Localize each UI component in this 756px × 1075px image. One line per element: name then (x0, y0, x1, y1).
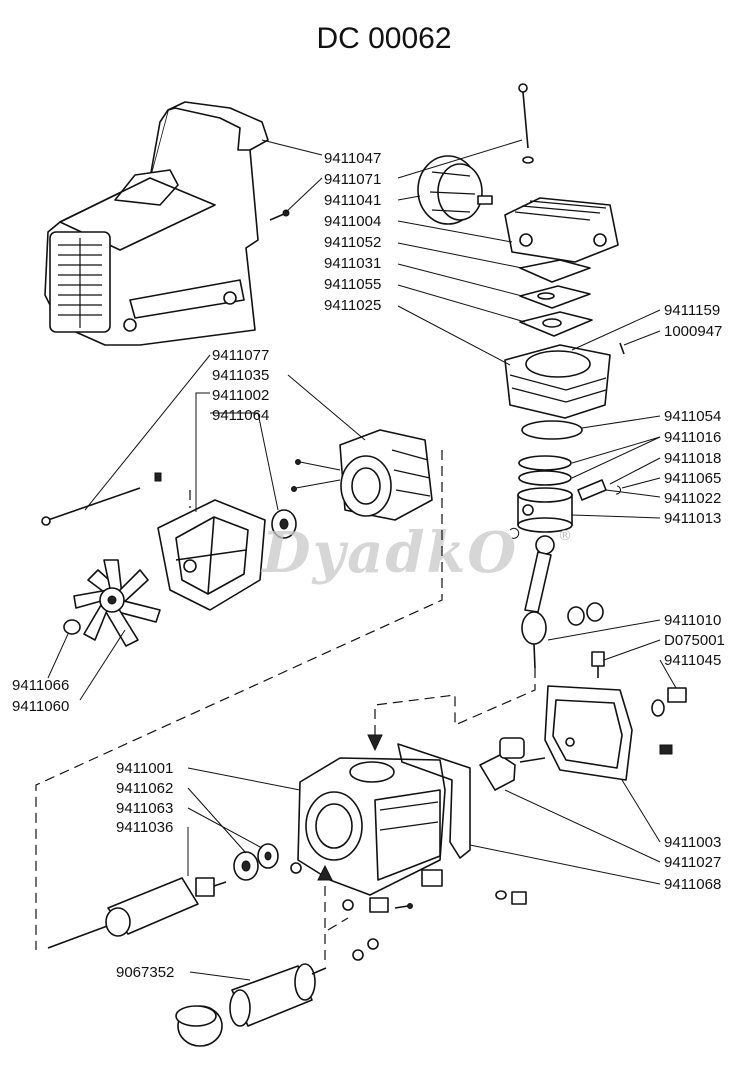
label-9411066: 9411066 (12, 677, 69, 694)
label-9411025: 9411025 (324, 297, 381, 314)
label-9411041: 9411041 (324, 192, 381, 209)
head-bolt (518, 83, 534, 164)
motor-stator (291, 429, 433, 521)
label-9411001: 9411001 (116, 760, 173, 777)
label-9411159: 9411159 (664, 302, 720, 319)
label-9411027: 9411027 (664, 854, 721, 871)
crankcase (290, 757, 446, 913)
piston-pin (577, 479, 607, 501)
diagram-title: DC 00062 (316, 22, 451, 55)
arrow-up (317, 864, 333, 881)
label-9067352: 9067352 (116, 964, 174, 981)
crankcase-gasket (397, 743, 471, 859)
cylinder-gasket (521, 420, 583, 440)
piston (517, 487, 573, 533)
arrow-down (367, 734, 383, 752)
piston-rings (518, 455, 572, 486)
cap-nuts (352, 938, 379, 961)
fan-housing (157, 499, 266, 611)
label-9411077: 9411077 (212, 347, 269, 364)
label-9411055: 9411055 (324, 276, 381, 293)
dowel-pin (619, 342, 625, 355)
watermark: DyadkO (260, 520, 518, 586)
label-9411010: 9411010 (664, 612, 721, 629)
front-bearings (233, 843, 279, 881)
label-9411047: 9411047 (324, 150, 381, 167)
breather-plug (591, 651, 605, 678)
circlip (615, 485, 621, 495)
fan-clip (63, 619, 81, 635)
cylinder-head (504, 197, 619, 263)
crankshaft (479, 737, 546, 791)
label-D075001: D075001 (664, 632, 725, 649)
capacitor-cap (175, 1005, 223, 1047)
crankcase-cover (544, 685, 633, 781)
label-9411045: 9411045 (664, 652, 721, 669)
head-gasket (519, 259, 591, 283)
label-1000947: 1000947 (664, 323, 722, 340)
label-9411036: 9411036 (116, 819, 173, 836)
label-9411013: 9411013 (664, 510, 721, 527)
shroud-cover (44, 101, 269, 346)
cylinder-block (504, 344, 611, 419)
capacitor (229, 963, 327, 1027)
leader-lines (47, 139, 677, 981)
cover-screw (269, 209, 290, 221)
label-9411035: 9411035 (212, 367, 269, 384)
air-filter (417, 155, 493, 225)
cooling-fan (73, 559, 161, 647)
part-labels: 9411047 9411071 9411041 9411004 9411052 … (12, 150, 725, 981)
base-washer-bolt (495, 890, 527, 905)
label-9411060: 9411060 (12, 698, 69, 715)
valve-gasket (519, 311, 593, 337)
label-9411064: 9411064 (212, 407, 269, 424)
label-9411052: 9411052 (324, 234, 381, 251)
motor-bearing (271, 509, 297, 539)
shroud-grille (58, 238, 102, 328)
base-screw (394, 903, 413, 909)
label-9411062: 9411062 (116, 780, 173, 797)
label-9411068: 9411068 (664, 876, 721, 893)
rod-washers (567, 602, 604, 626)
oil-plug (651, 687, 687, 717)
label-9411071: 9411071 (324, 171, 381, 188)
watermark-registered-mark: ® (558, 528, 572, 544)
label-9411002: 9411002 (212, 387, 269, 404)
label-9411054: 9411054 (664, 408, 721, 425)
label-9411016: 9411016 (664, 429, 721, 446)
label-9411004: 9411004 (324, 213, 381, 230)
motor-rotor (47, 877, 227, 949)
label-9411022: 9411022 (664, 490, 721, 507)
connecting-rod (521, 535, 555, 669)
label-9411065: 9411065 (664, 470, 721, 487)
bolt-nut (154, 472, 162, 482)
assembly-lines (35, 450, 536, 960)
valve-plate (519, 285, 591, 309)
label-9411063: 9411063 (116, 800, 173, 817)
through-bolt (41, 487, 141, 526)
cover-bolt (659, 744, 673, 755)
label-9411018: 9411018 (664, 450, 721, 467)
label-9411031: 9411031 (324, 255, 381, 272)
label-9411003: 9411003 (664, 834, 721, 851)
small-clip (509, 527, 520, 539)
